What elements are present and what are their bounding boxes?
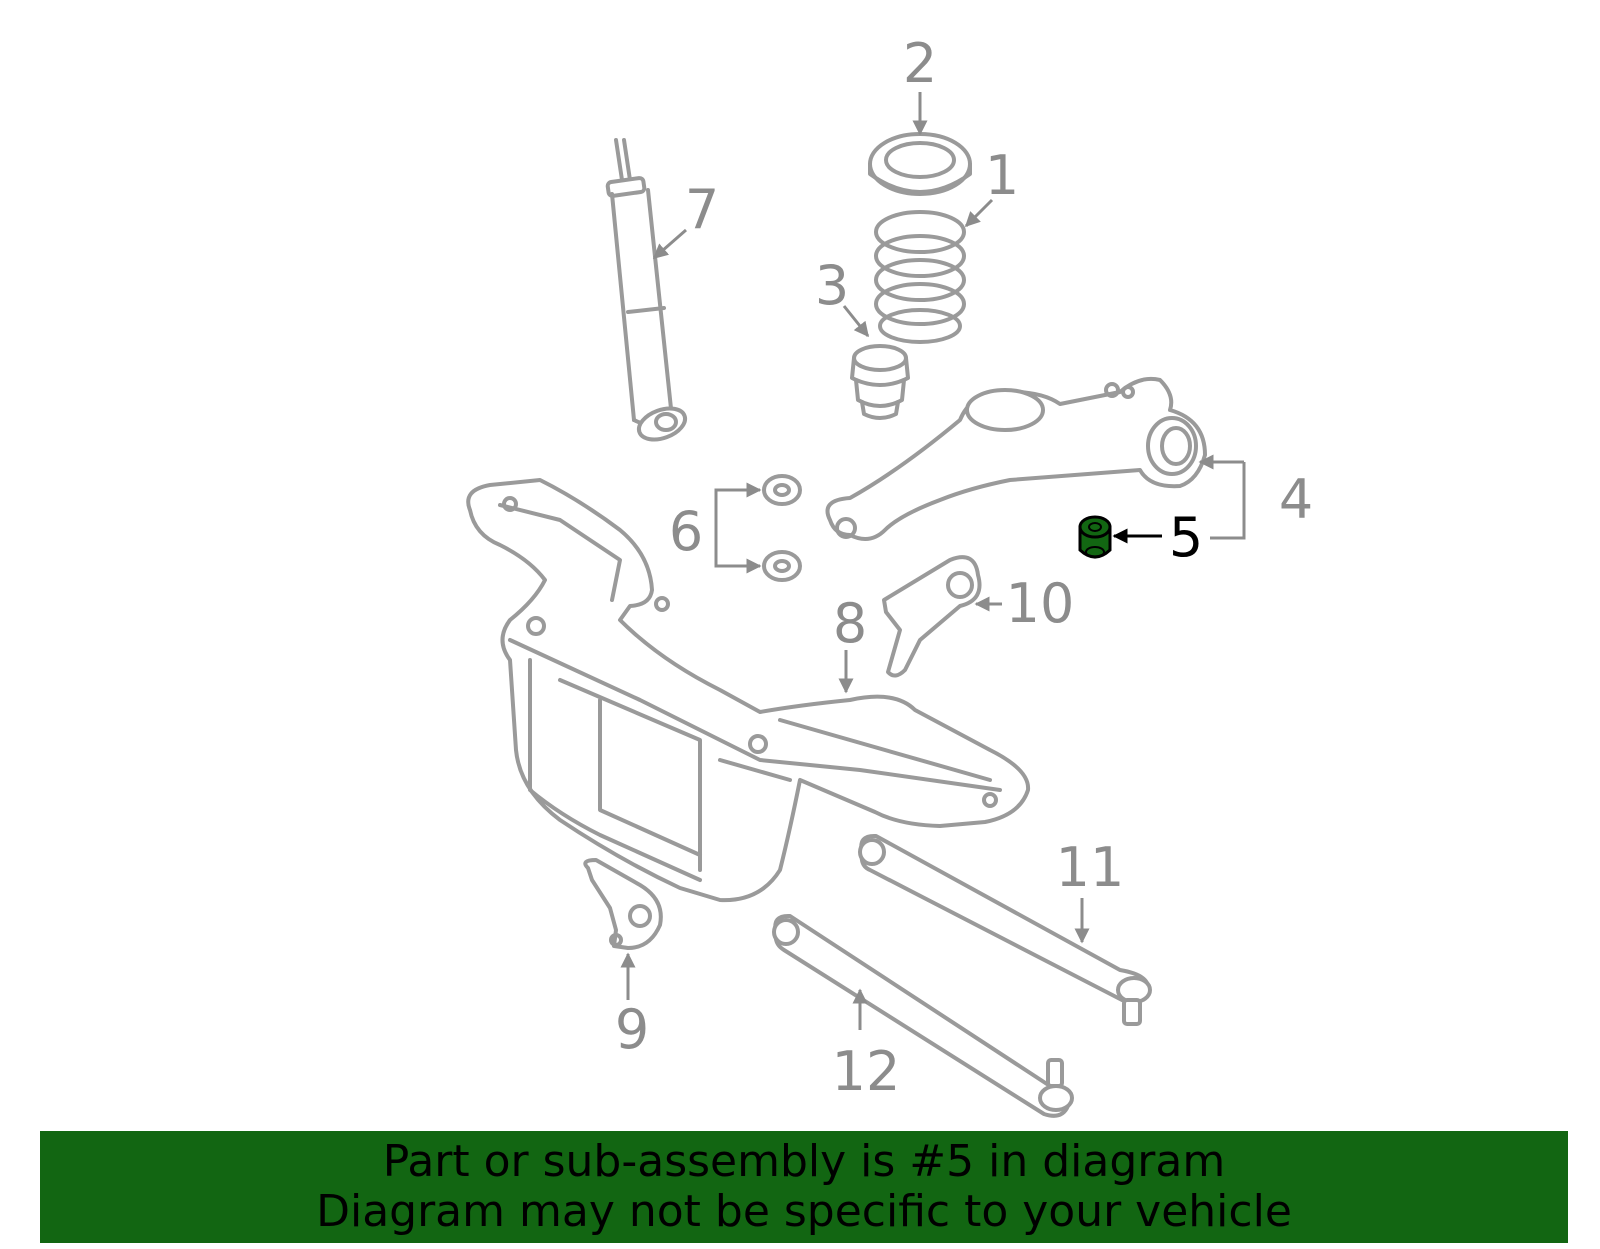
shock-absorber-part-7[interactable] [605,138,689,445]
callout-5: 5 [1169,506,1203,569]
info-banner: Part or sub-assembly is #5 in diagram Di… [40,1131,1568,1243]
lateral-link-part-12[interactable] [772,913,1074,1118]
callout-11: 11 [1056,836,1125,899]
callout-2: 2 [903,32,937,95]
leader-6-upper [714,488,758,530]
leader-lines [620,92,1246,1030]
callout-7: 7 [685,178,719,241]
callout-9: 9 [615,998,649,1061]
leader-4-bracket [1210,462,1246,540]
washer-upper-part-6[interactable] [762,474,802,506]
spring-seat-part-2[interactable] [868,132,972,196]
lateral-link-part-11[interactable] [858,833,1152,1026]
leader-7 [652,228,687,260]
leader-6-lower [714,530,758,568]
leader-3 [842,305,870,338]
callout-12: 12 [832,1040,901,1103]
banner-line-disclaimer: Diagram may not be specific to your vehi… [316,1186,1292,1237]
callout-labels: 2 1 3 7 4 5 6 10 8 9 11 12 [615,32,1313,1103]
control-arm-part-4[interactable] [825,376,1207,541]
callout-6: 6 [669,500,703,563]
bump-stop-part-3[interactable] [850,344,910,420]
banner-line-part-info: Part or sub-assembly is #5 in diagram [382,1136,1226,1187]
callout-3: 3 [815,254,849,317]
callout-4: 4 [1279,468,1313,531]
washer-lower-part-6[interactable] [762,550,802,582]
subframe-part-8[interactable] [466,478,1031,903]
callout-1: 1 [985,144,1019,207]
bracket-part-10[interactable] [882,555,982,678]
bushing-part-5[interactable] [1078,515,1112,559]
callout-8: 8 [833,592,867,655]
bracket-part-9[interactable] [583,858,663,950]
leader-1 [964,198,994,228]
callout-10: 10 [1006,572,1075,635]
coil-spring-part-1[interactable] [874,210,966,344]
